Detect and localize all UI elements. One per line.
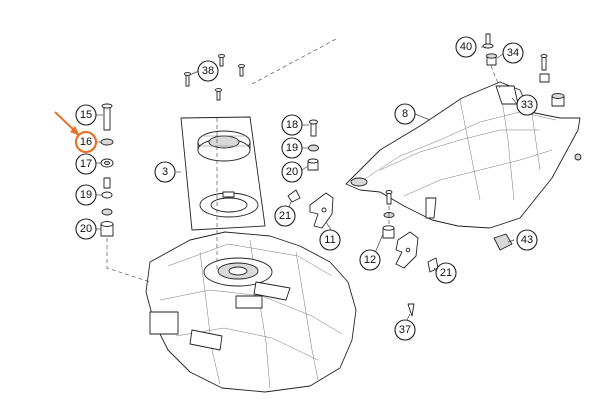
callout-43[interactable]: 43 [516, 229, 538, 251]
pump-flange-ring [197, 130, 251, 162]
svg-text:17: 17 [80, 158, 92, 170]
svg-text:38: 38 [202, 65, 214, 77]
callout-20-left[interactable]: 20 [75, 218, 97, 240]
callout-12[interactable]: 12 [359, 249, 381, 271]
callout-3[interactable]: 3 [154, 161, 176, 183]
callout-40[interactable]: 40 [455, 36, 477, 58]
callout-20-middle[interactable]: 20 [281, 161, 303, 183]
small-screws-38 [184, 54, 245, 101]
clip-21-left [287, 189, 301, 203]
svg-text:33: 33 [521, 99, 533, 111]
fuel-pump-group [176, 116, 266, 231]
seat-bracket-column [382, 190, 419, 269]
leader-lines [96, 46, 518, 325]
svg-text:18: 18 [286, 119, 298, 131]
svg-text:20: 20 [80, 223, 92, 235]
svg-text:19: 19 [286, 142, 298, 154]
callout-19-left[interactable]: 19 [75, 184, 97, 206]
callout-15[interactable]: 15 [75, 104, 97, 126]
svg-text:16: 16 [80, 136, 92, 148]
screw-column [100, 103, 114, 237]
svg-text:40: 40 [460, 41, 472, 53]
svg-text:21: 21 [279, 210, 291, 222]
svg-text:37: 37 [399, 324, 411, 336]
callout-21-left[interactable]: 21 [274, 205, 296, 227]
svg-text:8: 8 [402, 108, 408, 120]
callout-37[interactable]: 37 [394, 319, 416, 341]
callout-38[interactable]: 38 [197, 60, 219, 82]
callout-18[interactable]: 18 [281, 114, 303, 136]
svg-text:20: 20 [286, 166, 298, 178]
fuel-tank [145, 231, 357, 393]
callout-33[interactable]: 33 [516, 94, 538, 116]
callout-8[interactable]: 8 [394, 103, 416, 125]
bracket-11 [309, 192, 334, 229]
svg-text:11: 11 [324, 234, 335, 246]
svg-text:15: 15 [80, 109, 92, 121]
svg-text:19: 19 [80, 189, 92, 201]
svg-text:12: 12 [364, 254, 376, 266]
seat-bolts-top [482, 33, 565, 107]
svg-text:21: 21 [440, 267, 452, 279]
callout-19-middle[interactable]: 19 [281, 137, 303, 159]
svg-text:43: 43 [521, 234, 533, 246]
svg-text:3: 3 [162, 166, 168, 178]
callout-17[interactable]: 17 [75, 153, 97, 175]
clip-37 [407, 303, 415, 317]
callout-11[interactable]: 11 [319, 229, 341, 251]
callout-16[interactable]: 16 [74, 130, 98, 154]
nut-43 [493, 233, 513, 251]
seat [345, 81, 582, 229]
pump-gasket [199, 191, 259, 218]
screw-column-middle [307, 119, 319, 171]
highlight-arrow [54, 111, 80, 136]
svg-text:34: 34 [507, 47, 519, 59]
callout-21-right[interactable]: 21 [435, 262, 457, 284]
callout-34[interactable]: 34 [502, 42, 524, 64]
